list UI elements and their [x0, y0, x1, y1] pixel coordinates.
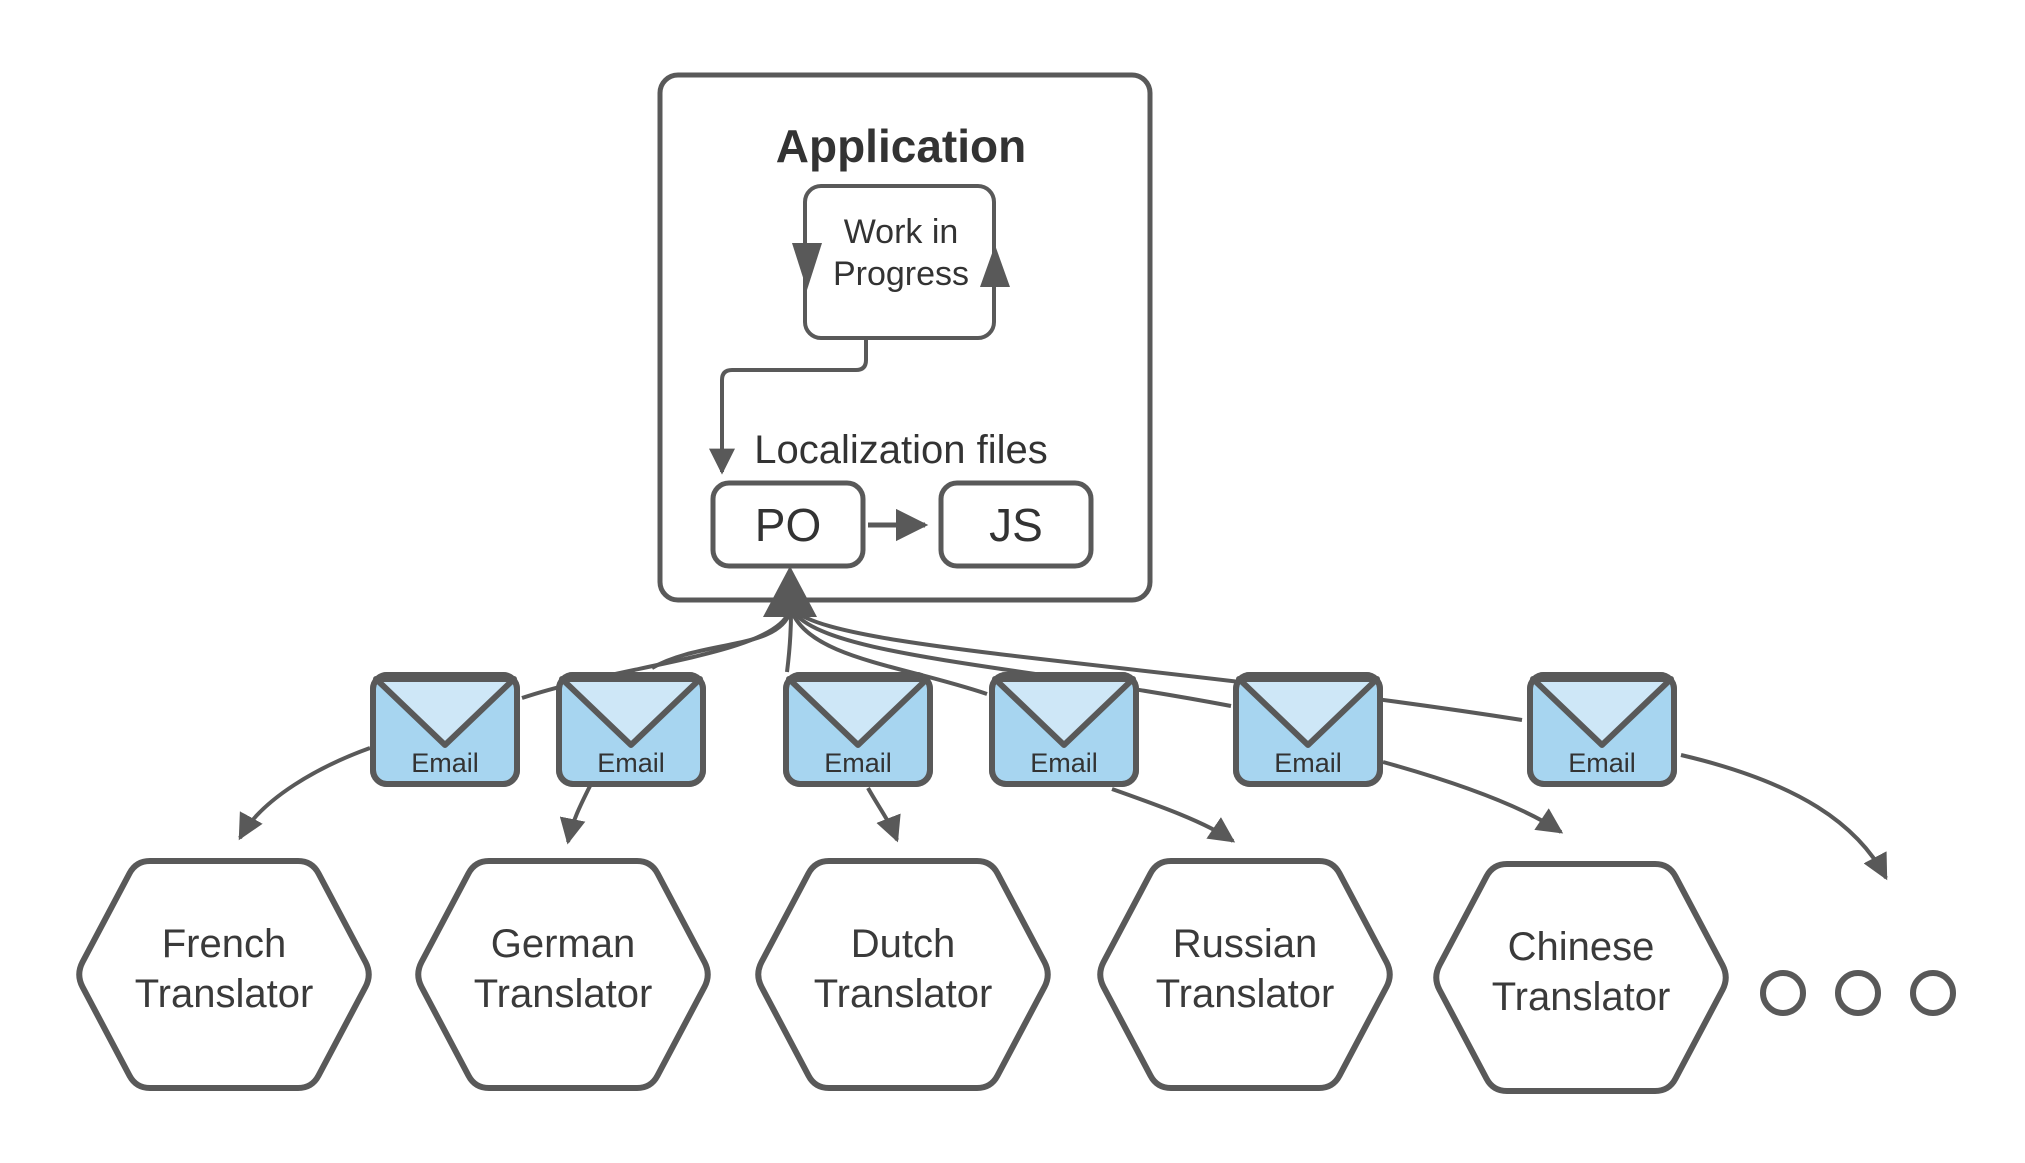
work-in-progress-label-line2: Progress — [833, 255, 969, 293]
translator-label-line2: Translator — [1492, 975, 1671, 1019]
translator-label-line1: German — [491, 922, 636, 966]
email-to-others-arrow — [1680, 753, 1888, 881]
email-to-french-arrow — [238, 746, 371, 841]
translator-label-line1: French — [162, 922, 287, 966]
fan-line-email-2 — [650, 611, 792, 670]
po-box — [710, 480, 866, 569]
fan-line-email-5 — [791, 609, 1232, 708]
more-translators-ellipsis — [1760, 970, 1956, 1016]
work-in-progress-label-line1: Work in — [844, 213, 959, 251]
fan-line-email-4 — [790, 611, 988, 696]
loop-arrow-down-icon — [792, 243, 822, 290]
translator-label-line1: Russian — [1173, 922, 1318, 966]
email-to-dutch-arrow — [866, 787, 901, 843]
translator-label-line1: Dutch — [851, 922, 956, 966]
email-node-1: Email — [373, 675, 517, 784]
email-node-4: Email — [992, 675, 1136, 784]
email-to-russian-arrow — [1111, 787, 1236, 843]
email-node-3: Email — [786, 675, 930, 784]
email-label: Email — [411, 748, 479, 778]
translator-hexagon-dutch: Dutch Translator — [758, 861, 1048, 1088]
email-label: Email — [597, 748, 665, 778]
loop-arrow-up-icon — [980, 245, 1010, 287]
js-box — [938, 480, 1094, 569]
email-to-translator-arrows — [238, 746, 1888, 881]
email-label: Email — [1030, 748, 1098, 778]
fan-line-email-3 — [785, 612, 793, 673]
email-node-5: Email — [1236, 675, 1380, 784]
email-label: Email — [1274, 748, 1342, 778]
translator-hexagon-french: French Translator — [79, 861, 369, 1088]
email-to-chinese-arrow — [1382, 760, 1564, 834]
email-to-german-arrow — [559, 785, 592, 845]
ellipsis-dot — [1910, 970, 1956, 1016]
po-label: PO — [755, 499, 821, 551]
translator-label-line2: Translator — [814, 972, 993, 1016]
application-title: Application — [776, 120, 1026, 172]
translator-label-line2: Translator — [1156, 972, 1335, 1016]
localization-files-label: Localization files — [754, 428, 1048, 472]
email-node-2: Email — [559, 675, 703, 784]
translator-label-line2: Translator — [474, 972, 653, 1016]
ellipsis-dot — [1760, 970, 1806, 1016]
translator-hexagon-german: German Translator — [418, 861, 708, 1088]
translator-hexagon-russian: Russian Translator — [1100, 861, 1390, 1088]
translator-label-line2: Translator — [135, 972, 314, 1016]
email-label: Email — [824, 748, 892, 778]
wip-to-po-connector — [709, 338, 868, 475]
email-label: Email — [1568, 748, 1636, 778]
translator-label-line1: Chinese — [1508, 925, 1655, 969]
ellipsis-dot — [1835, 970, 1881, 1016]
emails-to-po-arrowhead — [763, 566, 817, 617]
email-node-6: Email — [1530, 675, 1674, 784]
js-label: JS — [989, 499, 1043, 551]
translator-hexagon-chinese: Chinese Translator — [1436, 864, 1726, 1091]
